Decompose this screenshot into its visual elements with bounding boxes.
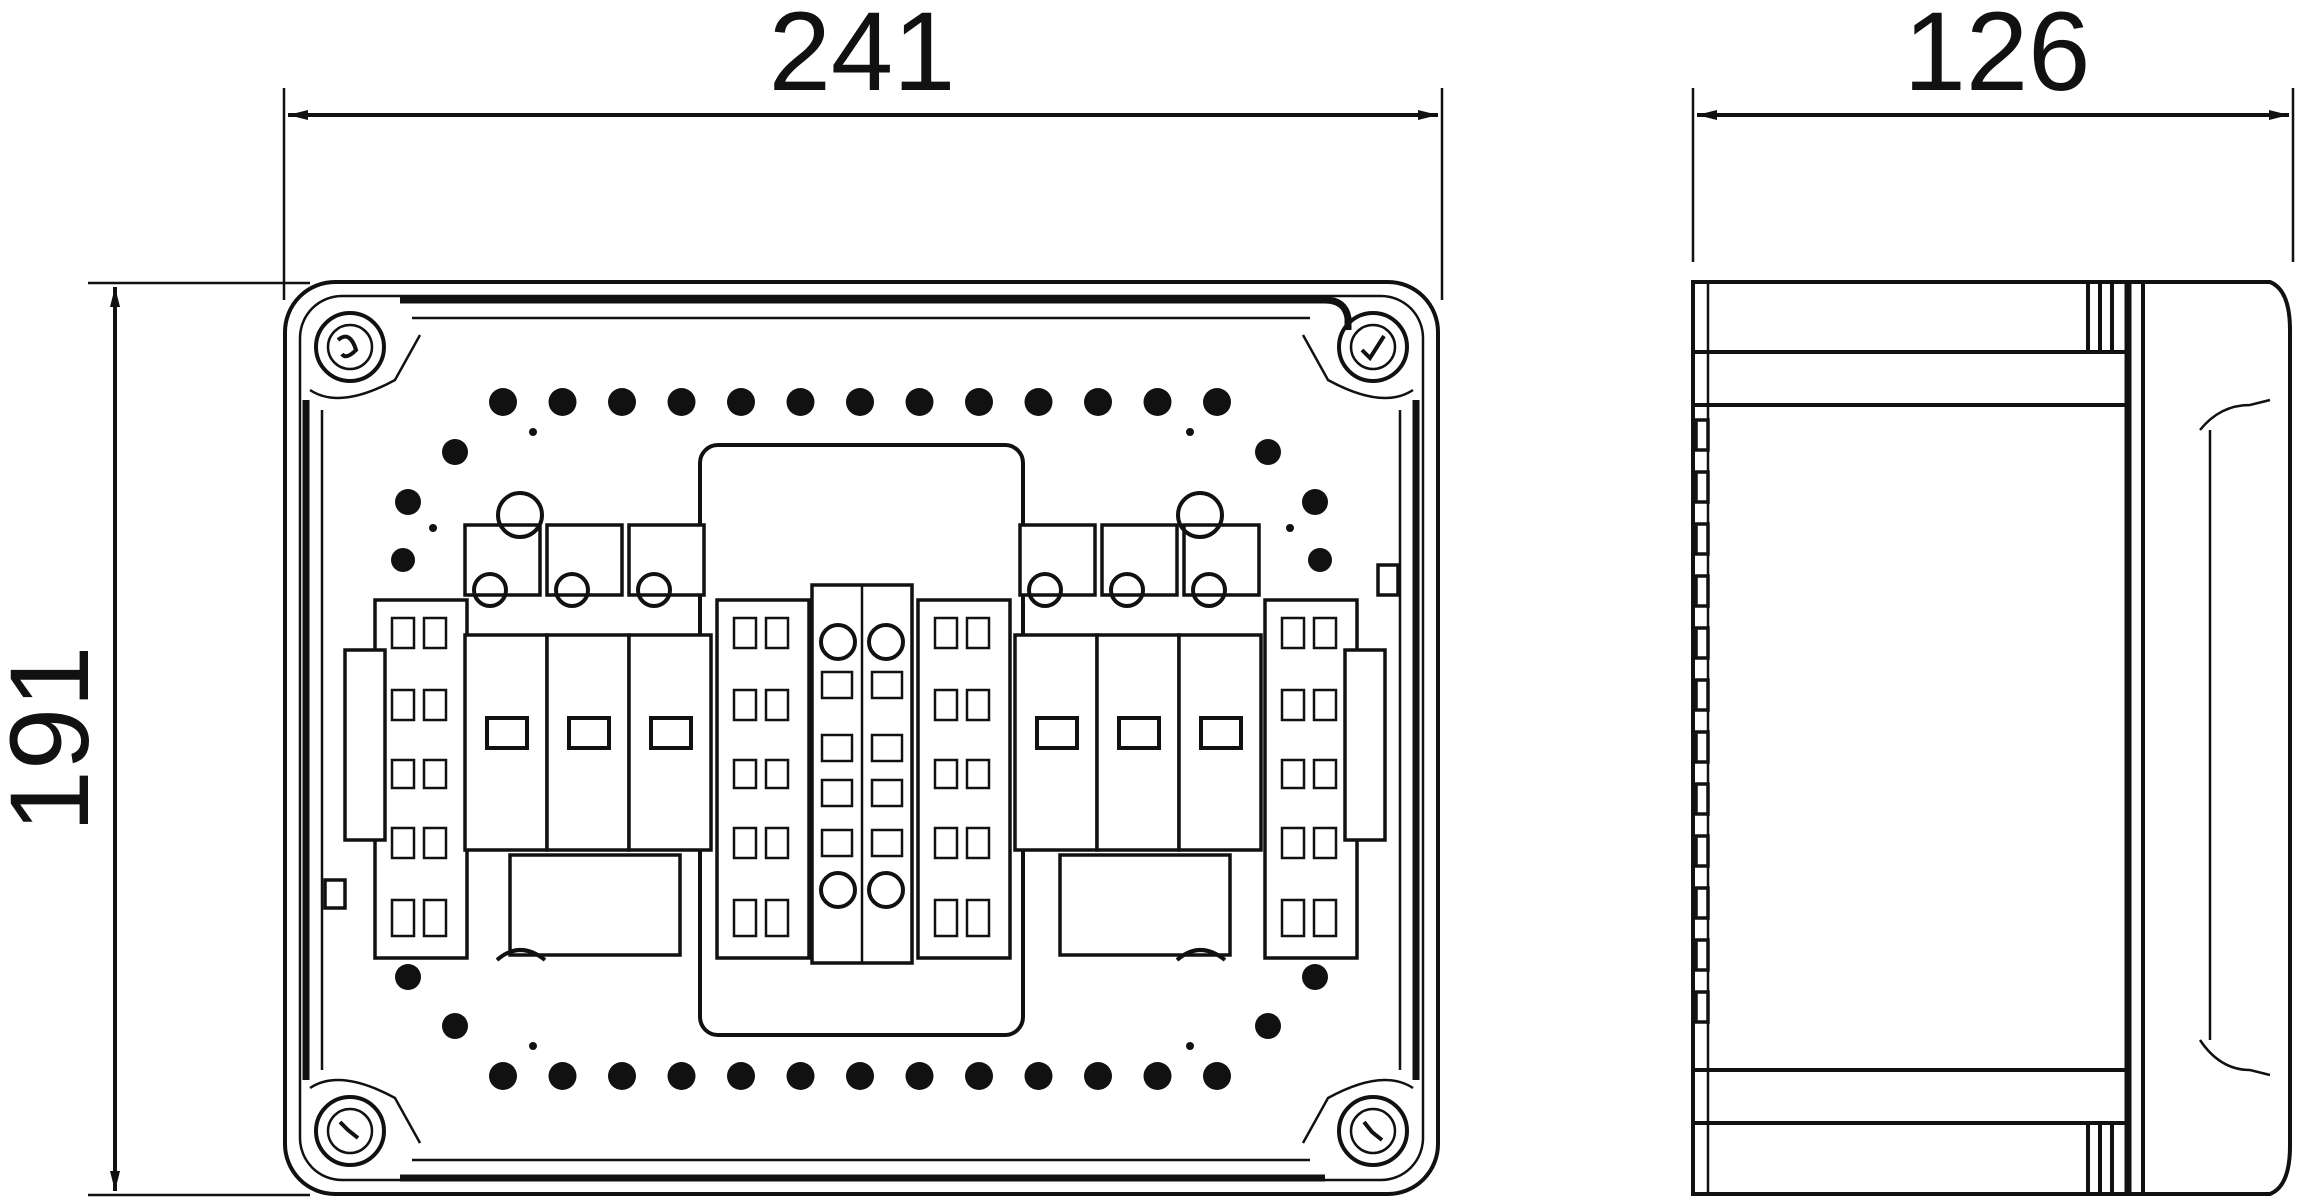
mounting-hole <box>548 1062 577 1090</box>
side-view-enclosure <box>1691 280 2292 1196</box>
mounting-hole <box>1203 1062 1231 1090</box>
knockout-slot <box>1694 990 1710 1024</box>
mounting-hole <box>846 388 874 416</box>
mounting-hole <box>786 388 815 416</box>
terminal-block-right <box>1263 598 1387 960</box>
mounting-hole-small <box>1186 428 1194 436</box>
mounting-holes-side <box>391 439 1332 1039</box>
breaker-group-left <box>463 491 713 962</box>
terminal-block-center-right <box>916 598 1012 960</box>
height-dimension-label: 191 <box>0 646 112 833</box>
knockout-slot <box>1694 886 1710 920</box>
mounting-hole <box>1024 388 1053 416</box>
mounting-hole <box>667 1062 696 1090</box>
mounting-hole <box>1143 388 1172 416</box>
dimension-height: 191 <box>0 281 310 1197</box>
width-dimension-label: 241 <box>769 0 956 114</box>
mounting-hole <box>608 1062 636 1090</box>
mounting-hole <box>608 388 636 416</box>
mounting-hole-small <box>529 428 537 436</box>
mounting-hole <box>905 1062 934 1090</box>
fuse-holder-center <box>810 583 914 965</box>
mounting-hole <box>965 388 993 416</box>
mounting-hole <box>786 1062 815 1090</box>
mounting-hole <box>548 388 577 416</box>
terminal-block-center-left <box>715 598 811 960</box>
breaker-group-right <box>1013 491 1263 962</box>
knockout-slot <box>1694 678 1710 712</box>
knockout-slot <box>1694 522 1710 556</box>
mounting-hole <box>1203 388 1231 416</box>
mounting-hole <box>846 1062 874 1090</box>
knockout-slot <box>1694 938 1710 972</box>
mounting-hole <box>489 388 517 416</box>
mounting-hole-small <box>529 1042 537 1050</box>
depth-dimension-label: 126 <box>1904 0 2091 114</box>
mounting-holes-top <box>489 388 1231 436</box>
side-knockouts <box>1694 418 1710 1024</box>
dimension-width: 241 <box>282 0 1444 300</box>
mounting-hole <box>1084 388 1112 416</box>
mounting-hole <box>1084 1062 1112 1090</box>
knockout-slot <box>1694 470 1710 504</box>
knockout-slot <box>1694 418 1710 452</box>
knockout-slot <box>1694 782 1710 816</box>
mounting-hole-small <box>1186 1042 1194 1050</box>
knockout-slot <box>1694 574 1710 608</box>
knockout-slot <box>1694 730 1710 764</box>
corner-screw-bottom-right <box>1301 1078 1414 1167</box>
mounting-hole <box>1024 1062 1053 1090</box>
mounting-hole <box>1143 1062 1172 1090</box>
terminal-block-left <box>343 598 469 960</box>
mounting-hole <box>727 1062 755 1090</box>
corner-screw-top-right <box>1301 311 1414 400</box>
knockout-slot <box>1694 626 1710 660</box>
mounting-hole <box>489 1062 517 1090</box>
mounting-hole <box>905 388 934 416</box>
mounting-hole <box>965 1062 993 1090</box>
corner-screw-bottom-left <box>309 1078 422 1167</box>
corner-screw-top-left <box>309 311 422 400</box>
front-view-enclosure <box>283 280 1440 1196</box>
dimension-depth: 126 <box>1691 0 2295 262</box>
mounting-holes-bottom <box>489 1042 1231 1090</box>
knockout-slot <box>1694 834 1710 868</box>
mounting-hole <box>727 388 755 416</box>
din-rail-assembly <box>323 491 1400 965</box>
mounting-hole <box>667 388 696 416</box>
